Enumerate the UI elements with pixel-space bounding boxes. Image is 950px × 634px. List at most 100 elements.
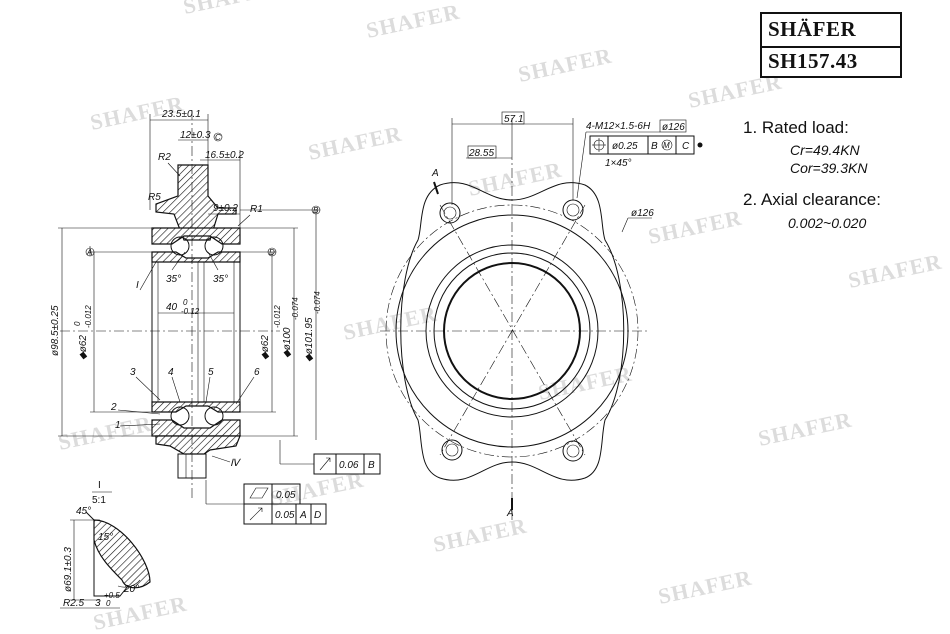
pcd-circle (385, 204, 639, 458)
callout-3: 3 (130, 367, 136, 378)
detail-angle-45: 45° (76, 506, 91, 517)
detail-scale: 5:1 (92, 495, 106, 506)
detail-dim-3-tol-up: +0.5 (104, 591, 120, 600)
ball-bottom-left (170, 406, 190, 426)
dim-57-1: 57.1 (504, 114, 523, 125)
datum-a-left: A (86, 248, 92, 257)
flange-top-section (155, 164, 237, 241)
watermark-text: SHAFER (646, 205, 744, 249)
section-view: 23.5±0.1 12±0.3 C 16.5±0.2 9±0.2 R2 R5 R… (50, 109, 381, 525)
dim-40-tol: -0.12 (181, 307, 200, 316)
flange-ring-3 (433, 252, 591, 410)
dia-62-left: ◆ø62 (78, 335, 89, 360)
flange-outline (400, 182, 625, 481)
watermark-text: SHAFER (306, 121, 404, 165)
angle-left: 35° (166, 274, 181, 285)
callout-1: 1 (115, 420, 121, 431)
gdt-runout-datum: B (368, 460, 375, 471)
outer-ring-bottom-section (151, 419, 241, 437)
thread-callout: 4-M12×1.5-6H (586, 121, 651, 132)
datum-c-circle: C (215, 133, 221, 142)
dia-101-95: ◆ø101.95 (304, 317, 315, 362)
detail-view: I 5:1 ø69.1±0.3 45° 15° 20° R2.5 3 +0.5 … (60, 480, 151, 609)
callout-5: 5 (208, 367, 214, 378)
part-code: SH157.43 (768, 49, 858, 73)
dim-width-total: 23.5±0.1 (161, 109, 201, 120)
bolt-hole-br (562, 440, 584, 462)
flange-ring-2 (425, 244, 599, 418)
radius-r5: R5 (148, 192, 161, 203)
detail-mark-i: I (136, 280, 139, 291)
callout-2: 2 (110, 402, 117, 413)
watermarks: SHAFER SHAFER SHAFER SHAFER SHAFER SHAFE… (56, 0, 944, 634)
gdt-position: ø0.25 B M C (589, 135, 703, 155)
detail-angle-20: 20° (123, 584, 139, 595)
gdt-position-value: ø0.25 (612, 141, 638, 152)
watermark-text: SHAFER (431, 513, 529, 557)
gdt-flatness-runout: 0.05 0.05 A D (205, 480, 327, 525)
watermark-text: SHAFER (341, 301, 439, 345)
flange-bottom-section (155, 435, 241, 455)
watermark-text: SHAFER (364, 0, 462, 43)
callout-4: 4 (168, 367, 174, 378)
datum-d: D (269, 248, 275, 257)
inner-ring-bottom-section (151, 401, 241, 413)
detail-section (93, 519, 151, 589)
watermark-text: SHAFER (181, 0, 279, 19)
radius-r1: R1 (250, 204, 263, 215)
front-view: 57.1 28.55 4-M12×1.5-6H ø126 ø0.25 B M C… (380, 111, 703, 520)
detail-dim-3: 3 (95, 598, 101, 609)
detail-dim-3-tol-low: 0 (106, 599, 111, 608)
rated-load-heading: 1. Rated load: (743, 118, 849, 137)
dia-62-right-tol: -0.012 (273, 305, 282, 328)
chamfer: 1×45° (605, 158, 632, 169)
dim-28-55: 28.55 (468, 148, 494, 159)
pcd-label: ø126 (631, 208, 654, 219)
watermark-text: SHAFER (756, 407, 854, 451)
bolt-hole-tl (439, 202, 461, 224)
gdt-runout2-value: 0.05 (275, 510, 295, 521)
watermark-text: SHAFER (56, 411, 154, 455)
gdt-runout-value: 0.06 (339, 460, 359, 471)
section-label-top: A (431, 168, 439, 179)
brand-box: SHÄFER SH157.43 (760, 12, 902, 78)
dia-100-tol: -0.074 (291, 297, 300, 320)
gdt-runout2-datum1: A (299, 510, 307, 521)
dia-62-left-tol: -0.012 (84, 305, 93, 328)
ball-top-left (170, 236, 190, 256)
dia-100: ◆ø100 (282, 327, 293, 358)
bolt-hole-tr (562, 199, 584, 221)
dim-40-tol-up: 0 (183, 298, 188, 307)
ball-top-right (204, 236, 224, 256)
bolt-hole-bl (441, 439, 463, 461)
bore-circle (443, 262, 581, 400)
dim-40: 40 (166, 302, 178, 313)
callout-6: 6 (254, 367, 260, 378)
axial-clearance-heading: 2. Axial clearance: (743, 190, 881, 209)
gdt-position-datum2: C (682, 141, 690, 152)
axial-clearance-value: 0.002~0.020 (788, 215, 867, 231)
detail-r2-5: R2.5 (63, 598, 85, 609)
watermark-text: SHAFER (656, 565, 754, 609)
pcd-box: ø126 (662, 122, 685, 133)
outer-ring-top-section (151, 227, 241, 245)
gdt-position-mod: M (663, 141, 670, 150)
dim-flange-offset: 12±0.3 (180, 130, 211, 141)
section-mark: Ⅳ (230, 458, 241, 469)
watermark-text: SHAFER (516, 43, 614, 87)
brand-name: SHÄFER (768, 17, 857, 41)
watermark-text: SHAFER (846, 249, 944, 293)
dia-101-95-tol: -0.074 (313, 291, 322, 314)
detail-label: I (98, 480, 101, 491)
dia-62-left-tol-up: 0 (73, 321, 82, 326)
gdt-position-datum1: B (651, 141, 658, 152)
flange-ring-1 (395, 214, 629, 448)
detail-dia-69: ø69.1±0.3 (63, 547, 74, 592)
rated-load-cr: Cr=49.4KN (790, 142, 860, 158)
radius-r2: R2 (158, 152, 171, 163)
ball-bottom-right (204, 406, 224, 426)
watermark-text: SHAFER (466, 157, 564, 201)
rated-load-cor: Cor=39.3KN (790, 160, 868, 176)
